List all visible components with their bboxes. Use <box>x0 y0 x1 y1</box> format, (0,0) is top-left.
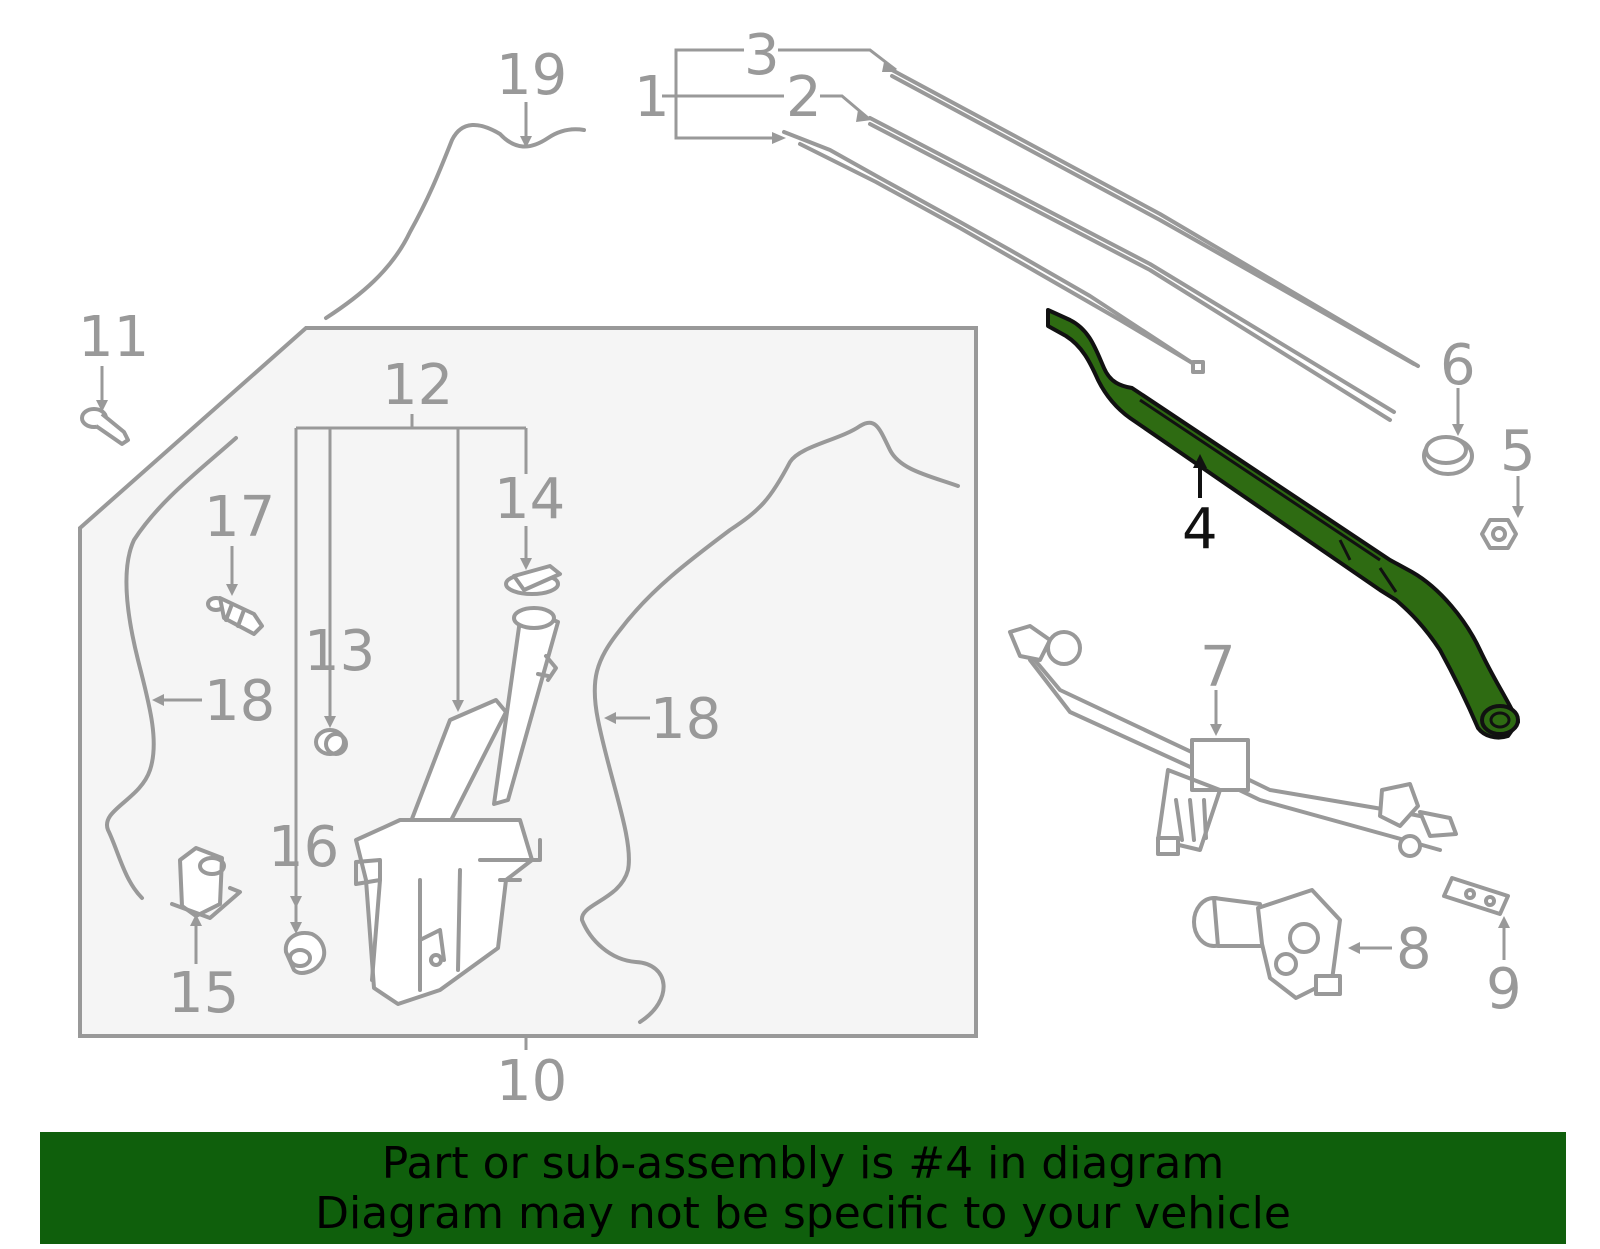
wiper-arm-4-pivot <box>1480 704 1520 736</box>
wiper-arm-4-detail <box>1139 398 1398 593</box>
filler-cap-14 <box>504 564 562 596</box>
hose-18-left <box>104 436 238 900</box>
callout-5: 5 <box>1500 419 1536 484</box>
callout-14: 14 <box>494 467 565 532</box>
banner-line-1: Part or sub-assembly is #4 in diagram <box>381 1138 1225 1189</box>
grommet-16 <box>283 931 327 975</box>
bolt-11 <box>80 407 130 446</box>
washer-pump-15 <box>170 846 242 920</box>
grommet-13 <box>314 728 348 756</box>
callout-10: 10 <box>496 1049 567 1114</box>
banner-line-2: Diagram may not be specific to your vehi… <box>315 1188 1291 1239</box>
wiper-blade-3-inner <box>890 74 1416 366</box>
callout-12: 12 <box>382 353 453 418</box>
callout-6: 6 <box>1440 333 1476 398</box>
leader-14-arrow <box>520 558 532 570</box>
nozzle-17 <box>206 596 264 636</box>
cap-6-top <box>1424 435 1468 465</box>
leader-13-arrow <box>324 716 336 728</box>
wiper-blade-refill-1 <box>868 116 1396 414</box>
callout-1: 1 <box>634 65 670 130</box>
wiper-motor-8 <box>1192 888 1342 1000</box>
callout-15: 15 <box>168 961 239 1026</box>
wiper-blade-refill-1-inner <box>868 122 1392 422</box>
callout-13: 13 <box>304 619 375 684</box>
leader-bracket-1 <box>662 48 784 140</box>
wiper-blade-2 <box>782 130 1202 370</box>
wiper-linkage-7 <box>1008 624 1458 858</box>
wiper-arm-4-pivot-inner <box>1489 711 1511 729</box>
leader-18b-arrow <box>604 712 616 724</box>
callout-19: 19 <box>496 43 567 108</box>
info-banner: Part or sub-assembly is #4 in diagram Di… <box>40 1132 1566 1244</box>
leader-11-arrow <box>96 400 108 412</box>
leader-6-arrow <box>1452 424 1464 436</box>
leader-3 <box>778 48 897 72</box>
leader-17-arrow <box>226 584 238 596</box>
wiper-blade-2-clip <box>1191 360 1205 374</box>
leader-15-arrow <box>190 914 202 926</box>
callout-9: 9 <box>1486 957 1522 1022</box>
bracket-9 <box>1442 876 1510 916</box>
callout-2: 2 <box>786 65 822 130</box>
leader-7-arrow <box>1210 724 1222 736</box>
leader-12-arrow <box>452 700 464 712</box>
callout-7: 7 <box>1200 635 1236 700</box>
leader-4-arrow <box>1193 454 1207 468</box>
callout-4: 4 <box>1182 497 1218 562</box>
callout-18a: 18 <box>204 669 275 734</box>
leader-5-arrow <box>1512 506 1524 518</box>
callout-8: 8 <box>1396 917 1432 982</box>
callout-11: 11 <box>78 305 149 370</box>
callout-3: 3 <box>744 23 780 88</box>
leader-2 <box>820 94 869 120</box>
hose-18-right <box>580 420 960 1024</box>
hose-19 <box>324 123 586 320</box>
leader-1-arrow <box>772 132 786 144</box>
washer-reservoir-12 <box>354 606 560 1006</box>
leader-8-arrow <box>1348 942 1360 954</box>
nut-5-hole <box>1491 526 1507 542</box>
leader-16-arrow-2 <box>290 922 302 934</box>
leader-bracket-12 <box>294 414 528 900</box>
wiper-blade-2-detail <box>798 142 1196 366</box>
leader-3-arrow <box>882 62 898 72</box>
leader-2-arrow <box>856 110 872 122</box>
leader-19-arrow <box>520 136 532 148</box>
callout-17: 17 <box>204 485 275 550</box>
callout-16: 16 <box>268 815 339 880</box>
callout-18b: 18 <box>650 687 721 752</box>
nut-5 <box>1480 518 1518 550</box>
leader-9-arrow <box>1498 916 1510 928</box>
leader-18a-arrow <box>152 694 164 706</box>
